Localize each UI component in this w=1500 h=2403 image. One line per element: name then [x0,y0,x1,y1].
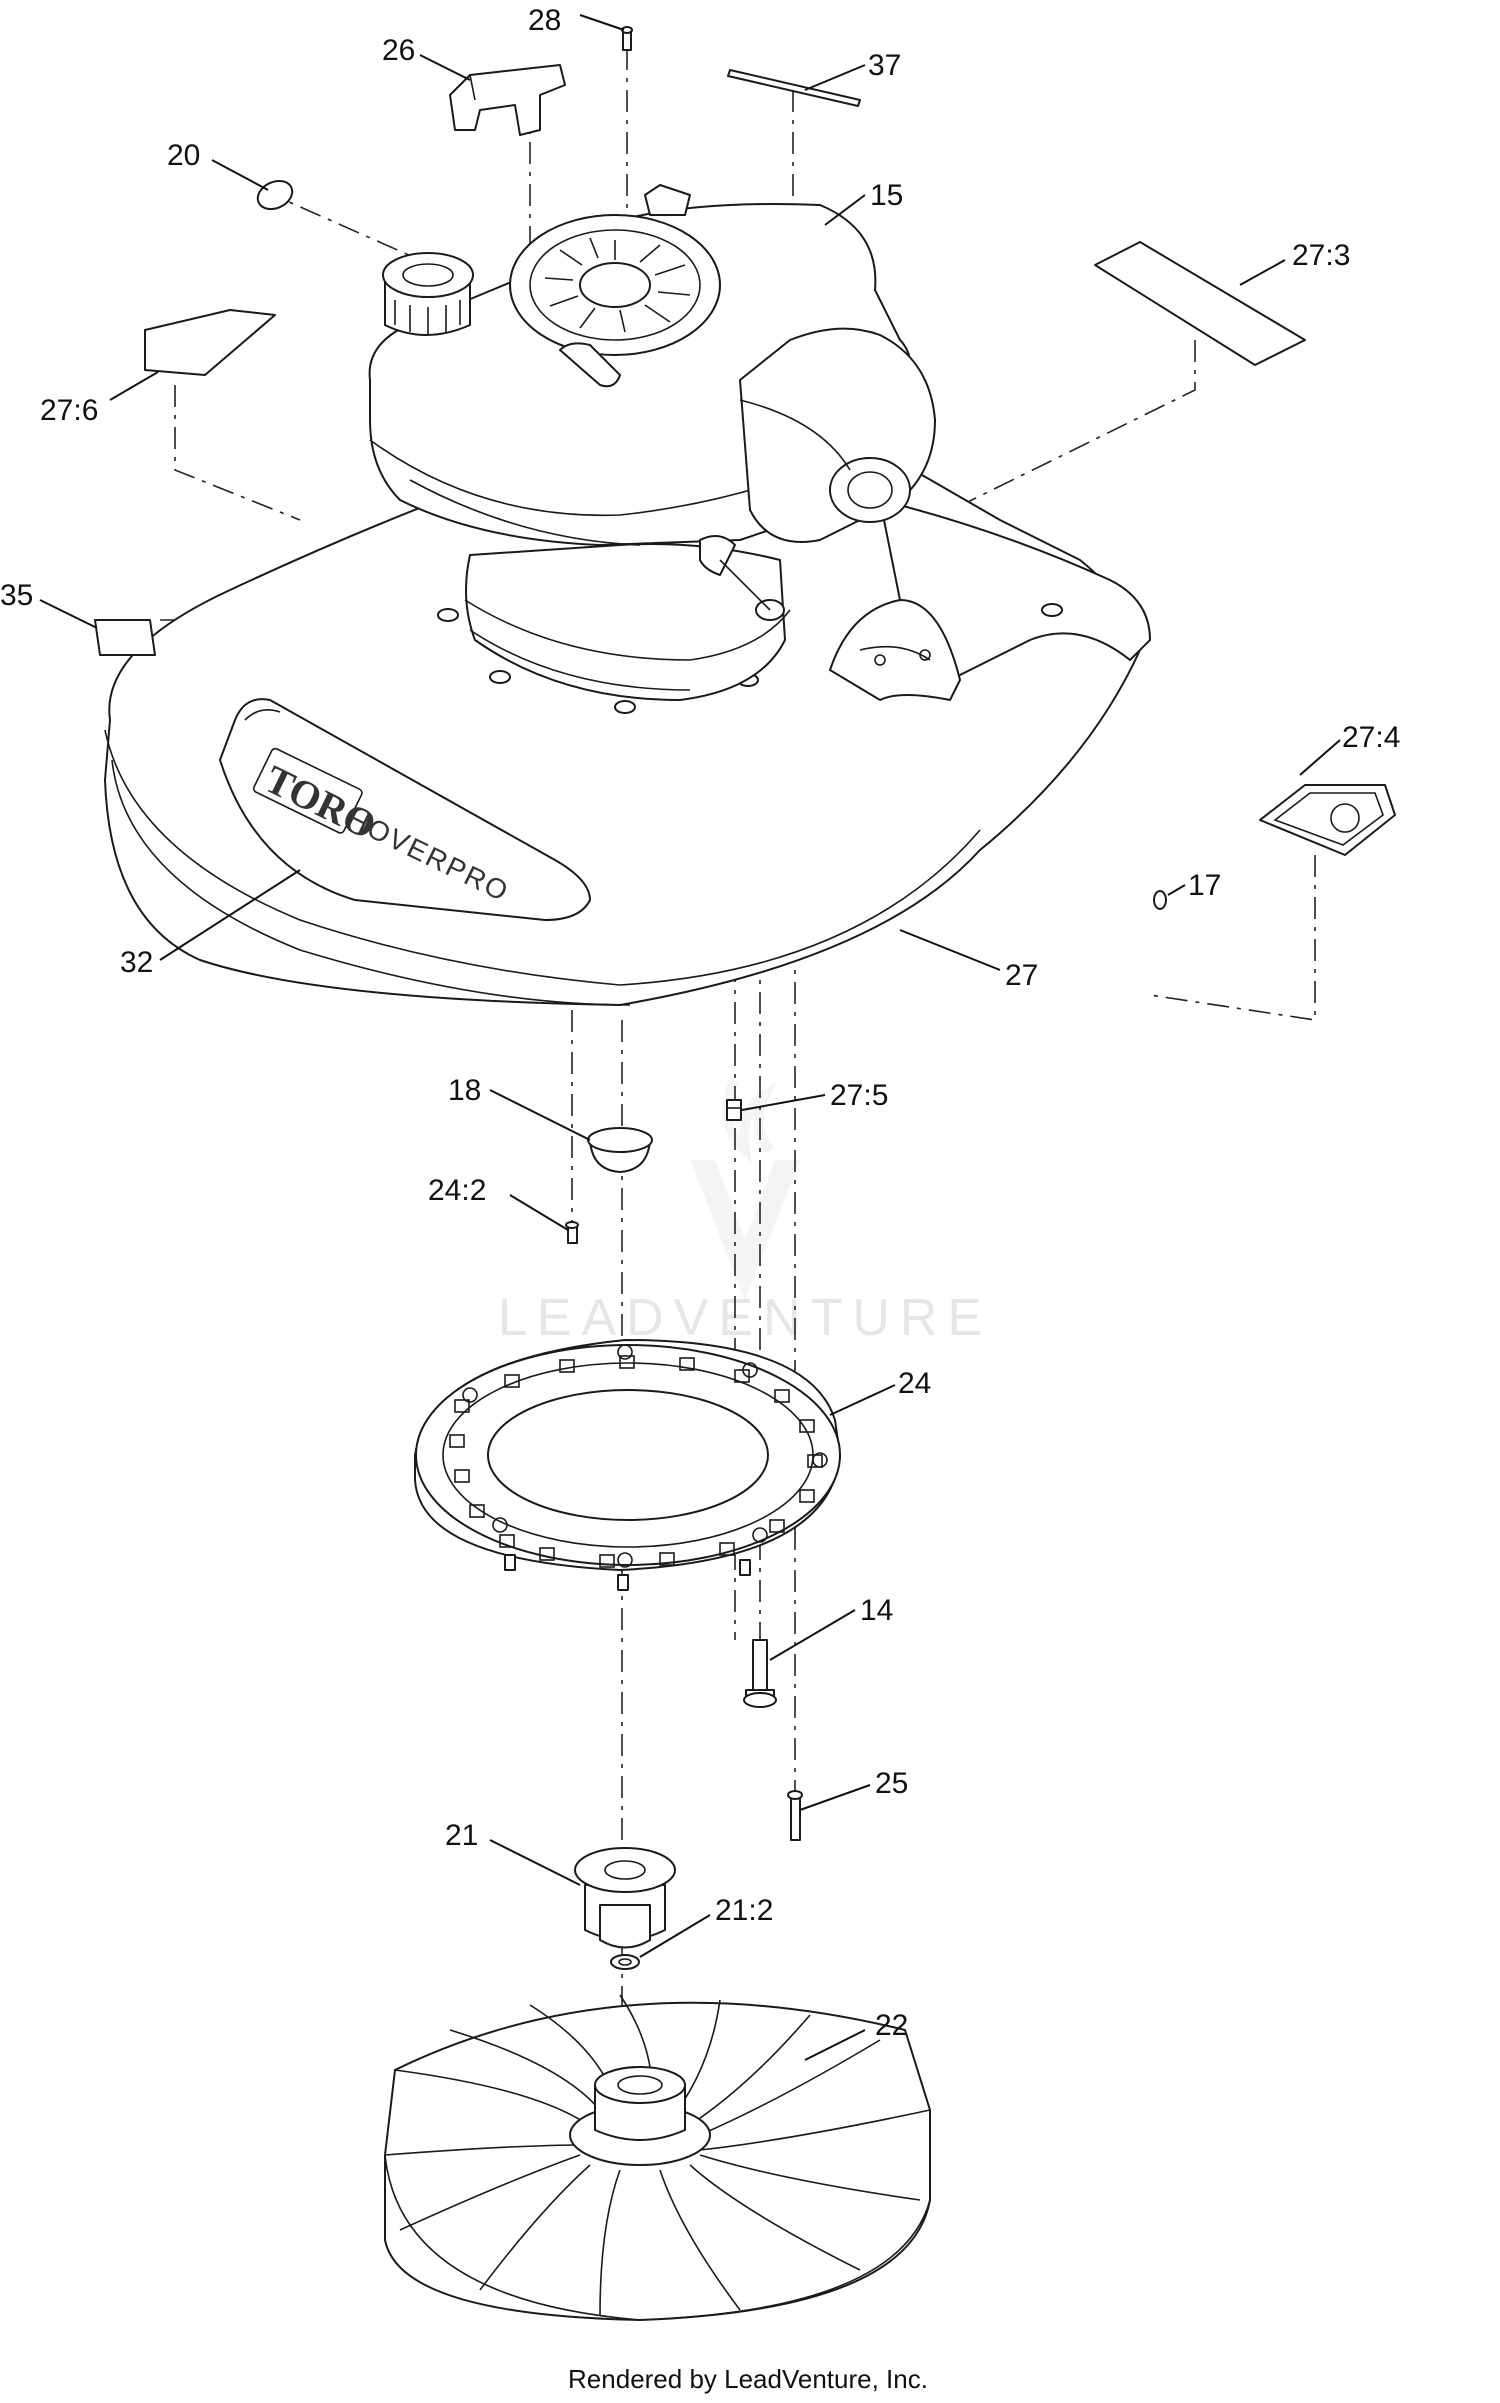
impeller-fan [384,1994,931,2321]
callout-27-4: 27:4 [1342,721,1400,754]
callout-21-2: 21:2 [715,1894,773,1927]
decal-part-27-6 [144,309,276,376]
washer-part-21-2 [610,1954,640,1970]
callout-25: 25 [875,1767,908,1800]
callout-27-6: 27:6 [40,394,98,427]
callout-26: 26 [382,34,415,67]
bracket-part-26 [449,64,566,136]
screw-part-25 [787,1790,803,1841]
decal-part-27-4 [1259,784,1396,856]
callout-27: 27 [1005,959,1038,992]
callout-37: 37 [868,49,901,82]
callout-labels: 28 26 37 20 15 27:3 27:6 35 27:4 17 32 2… [0,4,1400,2042]
callout-14: 14 [860,1594,893,1627]
callout-27-5: 27:5 [830,1079,888,1112]
disc-part-20 [256,179,294,211]
hub-part-21 [574,1847,676,1949]
callout-24: 24 [898,1367,931,1400]
callout-22: 22 [875,2009,908,2042]
pin-part-17 [1153,890,1167,910]
callout-20: 20 [167,139,200,172]
screw-part-24-2 [565,1221,579,1244]
engine-part-15 [368,184,936,701]
callout-28: 28 [528,4,561,37]
callout-32: 32 [120,946,153,979]
callout-21: 21 [445,1819,478,1852]
callout-18: 18 [448,1074,481,1107]
decal-part-35 [94,619,156,656]
callout-35: 35 [0,579,33,612]
clip-part-27-5 [726,1099,742,1121]
callout-24-2: 24:2 [428,1174,486,1207]
deck-housing: TORO HOVERPRO [104,429,1151,1006]
decal-part-27-3 [1094,241,1306,366]
watermark-logo [690,1077,800,1300]
strip-part-37 [727,69,861,107]
callout-17: 17 [1188,869,1221,902]
cup-part-18 [587,1127,653,1173]
callout-15: 15 [870,179,903,212]
bolt-part-14 [743,1639,777,1708]
watermark-text: LEADVENTURE [498,1289,992,1347]
footer-credit: Rendered by LeadVenture, Inc. [568,2364,928,2394]
ring-part-24 [414,1339,841,1591]
leader-lines [39,14,1341,2061]
callout-27-3: 27:3 [1292,239,1350,272]
